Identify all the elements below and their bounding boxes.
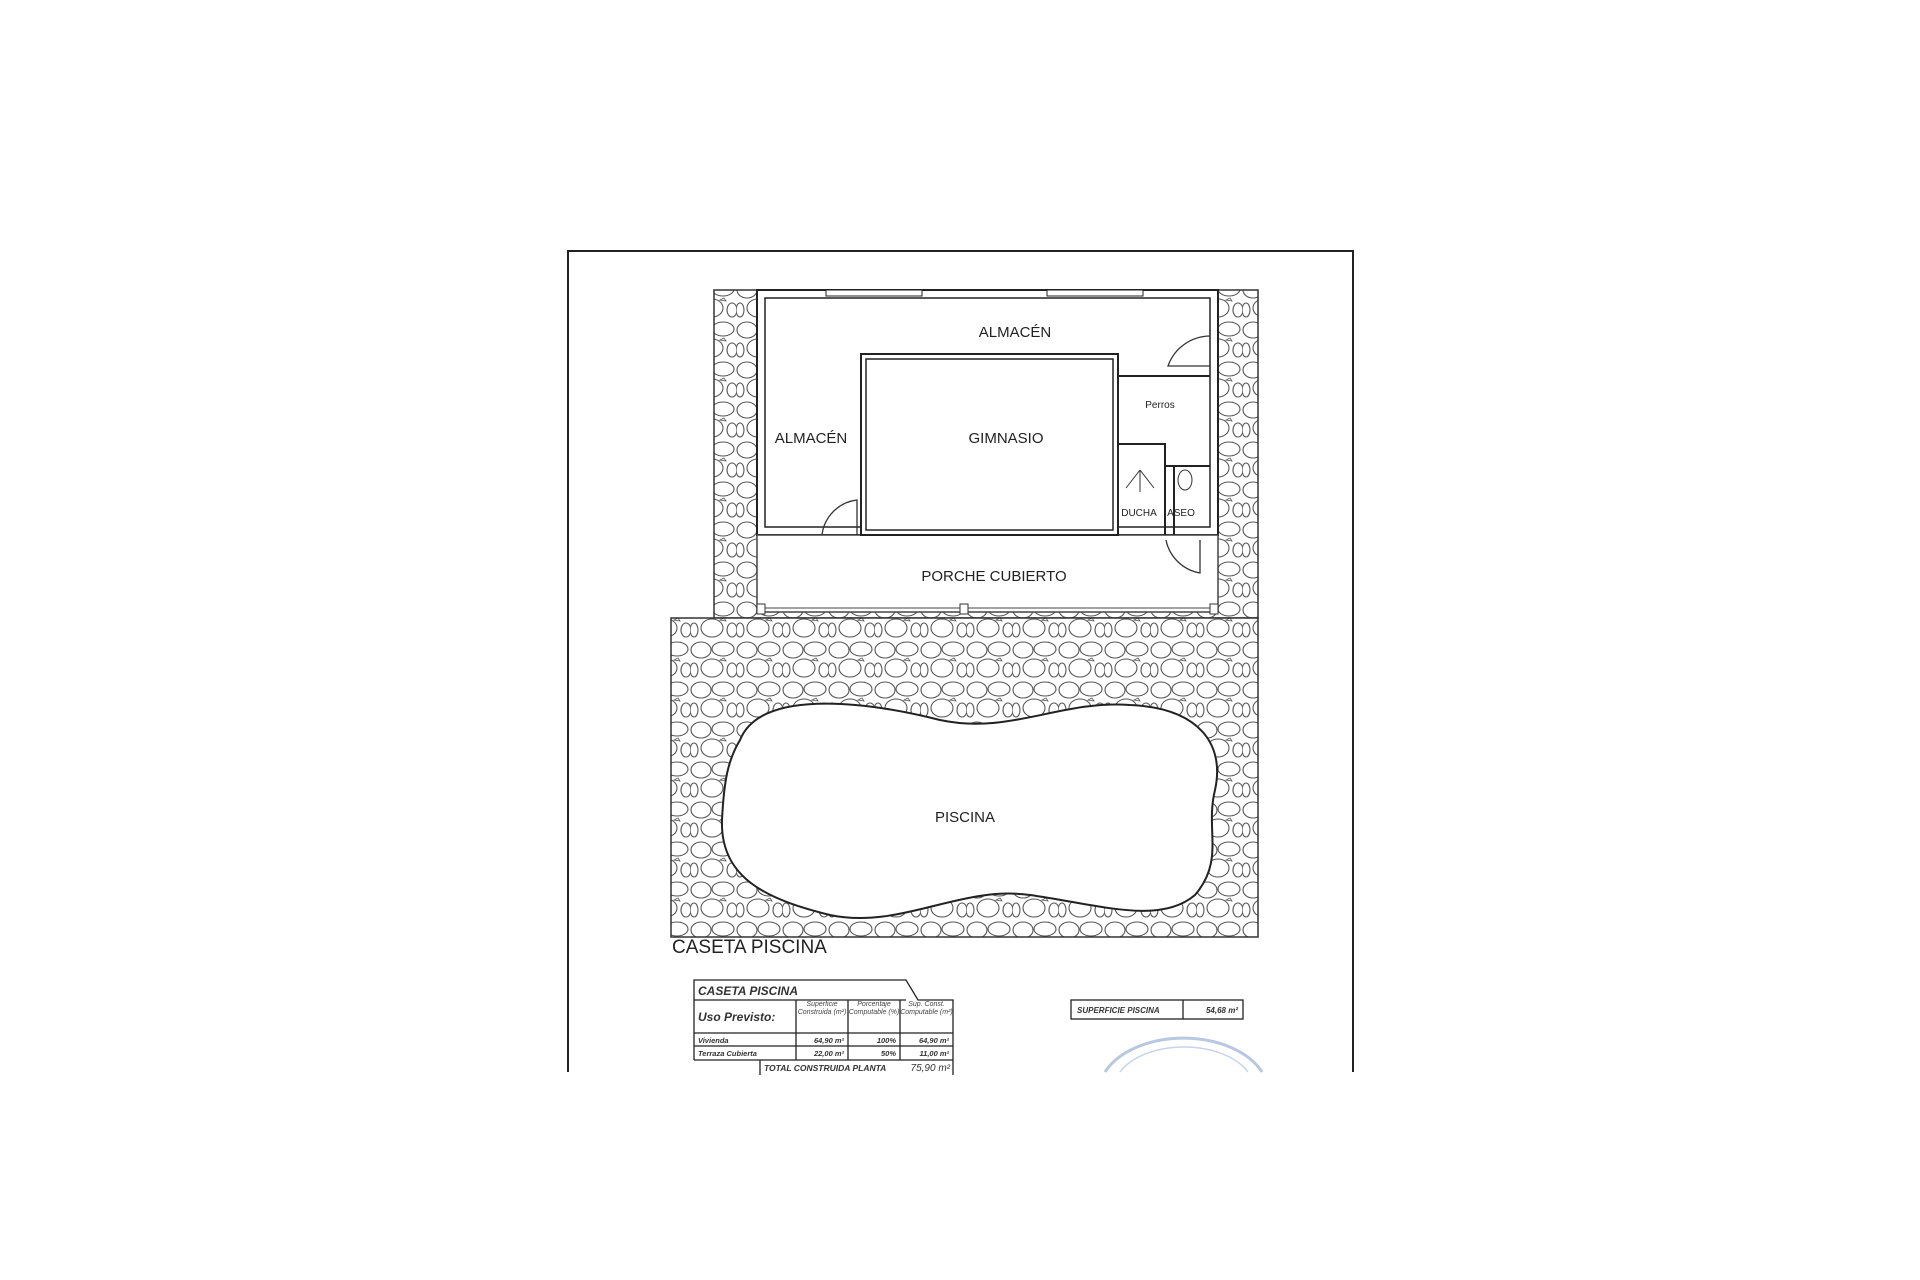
- area-table: [693, 979, 954, 1075]
- svg-text:100%: 100%: [877, 1036, 897, 1045]
- room-label-aseo: ASEO: [1167, 508, 1195, 519]
- svg-text:64,90 m²: 64,90 m²: [919, 1036, 950, 1045]
- table-row: Vivienda 64,90 m² 100% 64,90 m²: [698, 1036, 949, 1045]
- svg-text:64,90 m²: 64,90 m²: [814, 1036, 845, 1045]
- room-label-piscina: PISCINA: [935, 809, 995, 826]
- room-label-porche: PORCHE CUBIERTO: [921, 568, 1066, 585]
- table-header-uso: Uso Previsto:: [698, 1010, 775, 1024]
- sheet-frame: [567, 250, 1354, 1072]
- table-total-value: 75,90 m²: [911, 1063, 951, 1074]
- svg-text:11,00 m²: 11,00 m²: [920, 1049, 950, 1058]
- table-title: CASETA PISCINA: [698, 984, 798, 998]
- table-header-porcentaje: Porcentaje Computable (%): [848, 1001, 900, 1016]
- pool-outline: [720, 702, 1219, 920]
- shower-icon: [1125, 469, 1155, 492]
- svg-text:22,00 m²: 22,00 m²: [813, 1049, 845, 1058]
- table-row: Terraza Cubierta 22,00 m² 50% 11,00 m²: [698, 1049, 949, 1058]
- table-header-superficie: Superficie Construida (m²): [797, 1001, 847, 1016]
- room-label-gimnasio: GIMNASIO: [968, 430, 1043, 447]
- porch: [756, 534, 1219, 613]
- pool-area-label: SUPERFICIE PISCINA: [1077, 1006, 1160, 1015]
- table-header-sup-computable: Sup. Const. Computable (m²): [900, 1001, 953, 1016]
- room-label-almacen-left: ALMACÉN: [775, 430, 848, 447]
- table-total-label: TOTAL CONSTRUIDA PLANTA: [764, 1063, 886, 1073]
- plan-title: CASETA PISCINA: [672, 937, 827, 958]
- pool-area-value: 54,68 m²: [1206, 1006, 1238, 1015]
- toilet-icon: [1177, 469, 1193, 491]
- room-label-ducha: DUCHA: [1121, 508, 1157, 519]
- gym-walls: [860, 353, 1119, 536]
- svg-text:50%: 50%: [881, 1049, 896, 1058]
- pool-area-box: [1070, 999, 1244, 1020]
- room-label-perros: Perros: [1145, 400, 1174, 411]
- svg-text:Terraza Cubierta: Terraza Cubierta: [698, 1049, 757, 1058]
- svg-text:Vivienda: Vivienda: [698, 1036, 729, 1045]
- room-label-almacen-top: ALMACÉN: [979, 324, 1052, 341]
- official-stamp: [1103, 1036, 1264, 1073]
